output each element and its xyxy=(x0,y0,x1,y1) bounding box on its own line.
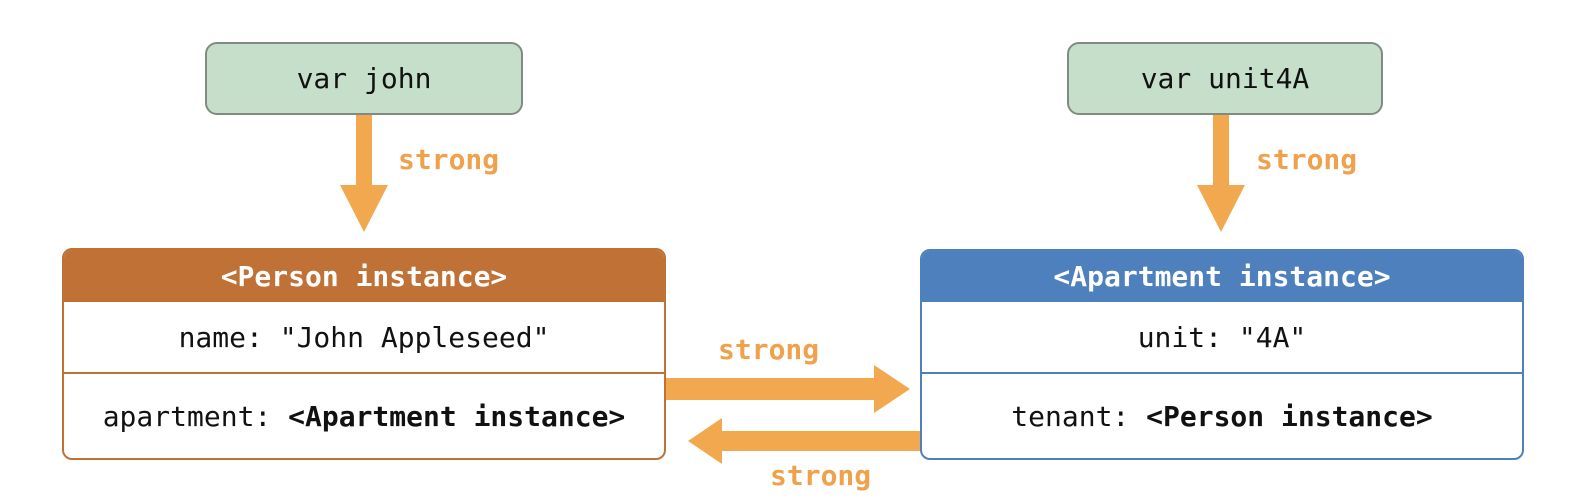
apartment-instance-box: <Apartment instance> unit: "4A" tenant: … xyxy=(920,249,1524,460)
person-instance-box: <Person instance> name: "John Appleseed"… xyxy=(62,248,666,460)
person-apartment-row: apartment: <Apartment instance> xyxy=(64,372,664,458)
apartment-instance-header: <Apartment instance> xyxy=(922,251,1522,302)
strong-label-unit4a: strong xyxy=(1256,143,1358,176)
strong-reference-arrow-person-to-apartment-icon xyxy=(664,365,910,413)
apartment-tenant-row: tenant: <Person instance> xyxy=(922,372,1522,458)
strong-reference-arrow-apartment-to-person-icon xyxy=(686,418,936,464)
person-instance-title: <Person instance> xyxy=(220,259,508,293)
person-name-text: name: "John Appleseed" xyxy=(178,320,550,354)
variable-box-unit4a: var unit4A xyxy=(1067,42,1383,115)
apartment-tenant-property: tenant: xyxy=(1011,399,1147,433)
strong-reference-arrow-unit-down-icon xyxy=(1196,114,1246,232)
person-name-row: name: "John Appleseed" xyxy=(64,302,664,372)
strong-label-john: strong xyxy=(398,143,500,176)
apartment-unit-row: unit: "4A" xyxy=(922,302,1522,372)
variable-unit4a-label: var unit4A xyxy=(1140,62,1310,95)
person-apartment-value: <Apartment instance> xyxy=(288,399,626,433)
apartment-tenant-value: <Person instance> xyxy=(1146,399,1433,433)
strong-label-apartment-to-person: strong xyxy=(770,459,872,492)
person-instance-header: <Person instance> xyxy=(64,250,664,302)
strong-label-person-to-apartment: strong xyxy=(718,333,820,366)
strong-reference-arrow-john-down-icon xyxy=(339,114,389,232)
variable-box-john: var john xyxy=(205,42,523,115)
apartment-instance-title: <Apartment instance> xyxy=(1053,260,1391,293)
person-apartment-property: apartment: xyxy=(102,399,289,433)
apartment-unit-text: unit: "4A" xyxy=(1137,320,1307,354)
variable-john-label: var john xyxy=(296,62,432,95)
